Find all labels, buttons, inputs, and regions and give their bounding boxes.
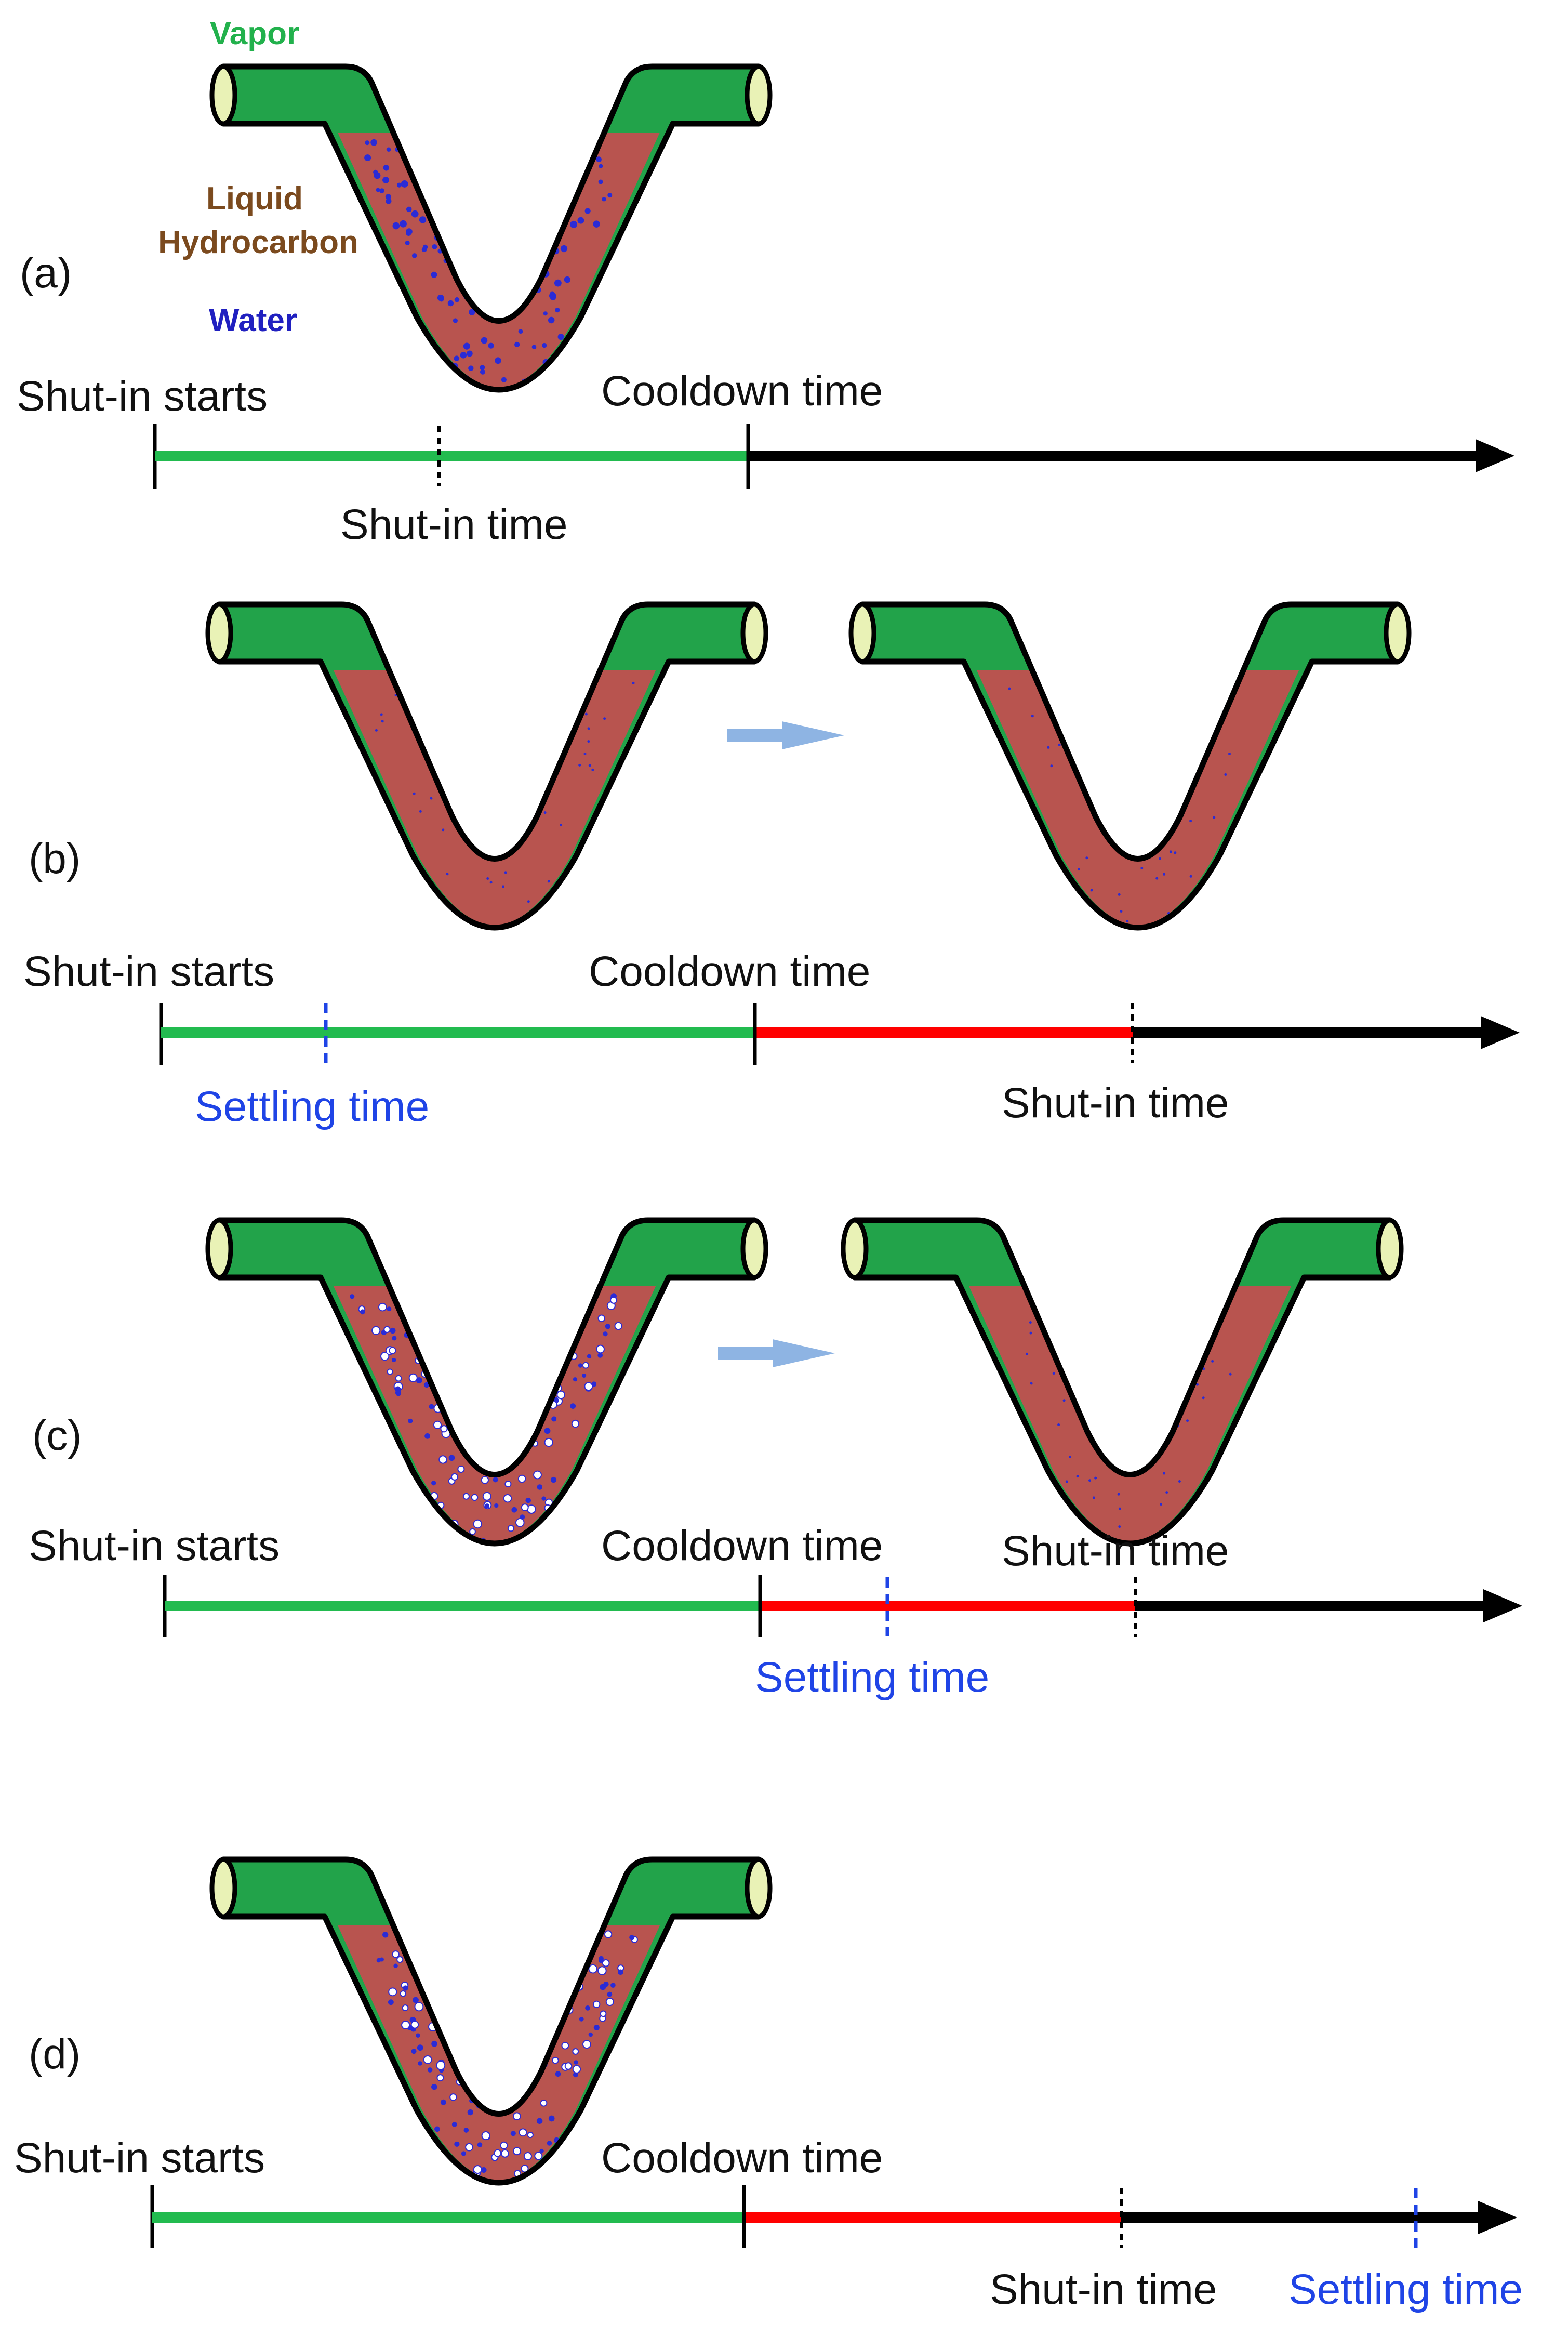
pipe-opening — [205, 602, 233, 664]
label-cooldown-time: Cooldown time — [601, 1522, 883, 1569]
liquid-phase — [969, 1286, 1291, 1541]
axis-arrowhead — [1481, 1016, 1520, 1049]
label-settling-time: Settling time — [755, 1654, 989, 1701]
liquid-phase — [334, 670, 656, 925]
pipe-opening — [745, 1857, 773, 1919]
timeline-panel-b: Shut-in starts Cooldown time Settling ti… — [23, 948, 1520, 1130]
pipe-wall — [216, 601, 758, 931]
pipe-opening — [848, 602, 876, 664]
legend-liquid-line1: Liquid — [206, 181, 303, 217]
label-shutin-time: Shut-in time — [340, 501, 568, 548]
pipe-opening — [740, 1218, 768, 1280]
pipe-wall — [852, 1217, 1393, 1547]
legend-vapor: Vapor — [210, 16, 299, 51]
label-cooldown-time: Cooldown time — [601, 2134, 883, 2182]
flow-arrow-b — [727, 721, 844, 749]
pipe-panel-b-right — [848, 601, 1412, 931]
pipe-opening — [209, 64, 237, 126]
label-shutin-time: Shut-in time — [1002, 1079, 1229, 1127]
label-cooldown-time: Cooldown time — [589, 948, 870, 995]
pipe-opening — [745, 64, 773, 126]
label-settling-time: Settling time — [195, 1083, 429, 1130]
pipe-opening — [841, 1218, 869, 1280]
axis-arrowhead — [1476, 439, 1514, 472]
pipe-wall — [859, 601, 1401, 931]
label-shutin-starts: Shut-in starts — [14, 2134, 265, 2182]
pipe-wall — [220, 63, 762, 393]
pipe-opening — [1376, 1218, 1404, 1280]
pipe-opening — [740, 602, 768, 664]
timeline-panel-a: Shut-in starts Cooldown time Shut-in tim… — [17, 367, 1514, 548]
timeline-panel-c: Shut-in starts Cooldown time Shut-in tim… — [29, 1522, 1522, 1701]
pipe-opening — [205, 1218, 233, 1280]
panel-label-d: (d) — [29, 2030, 81, 2078]
pipe-wall — [216, 1217, 758, 1547]
panel-label-a: (a) — [20, 249, 72, 297]
axis-arrowhead — [1483, 1589, 1522, 1622]
label-cooldown-time: Cooldown time — [601, 367, 883, 415]
label-shutin-time: Shut-in time — [1002, 1527, 1229, 1575]
liquid-phase — [977, 670, 1299, 925]
pipe-opening — [209, 1857, 237, 1919]
legend-water: Water — [209, 302, 297, 338]
panel-label-b: (b) — [29, 835, 81, 882]
label-shutin-starts: Shut-in starts — [17, 373, 268, 420]
panel-label-c: (c) — [32, 1412, 82, 1459]
pipe-opening — [1384, 602, 1412, 664]
flow-arrow-c — [718, 1339, 835, 1367]
pipe-panel-d — [209, 1856, 773, 2186]
timeline-panel-d: Shut-in starts Cooldown time Shut-in tim… — [14, 2134, 1523, 2313]
label-shutin-starts: Shut-in starts — [23, 948, 274, 995]
pipe-wall — [220, 1856, 762, 2186]
axis-arrowhead — [1478, 2201, 1517, 2234]
label-shutin-starts: Shut-in starts — [29, 1522, 280, 1569]
label-settling-time: Settling time — [1288, 2266, 1523, 2313]
legend-liquid-line2: Hydrocarbon — [158, 225, 358, 260]
label-shutin-time: Shut-in time — [990, 2266, 1217, 2313]
pipe-panel-b-left — [205, 601, 768, 931]
